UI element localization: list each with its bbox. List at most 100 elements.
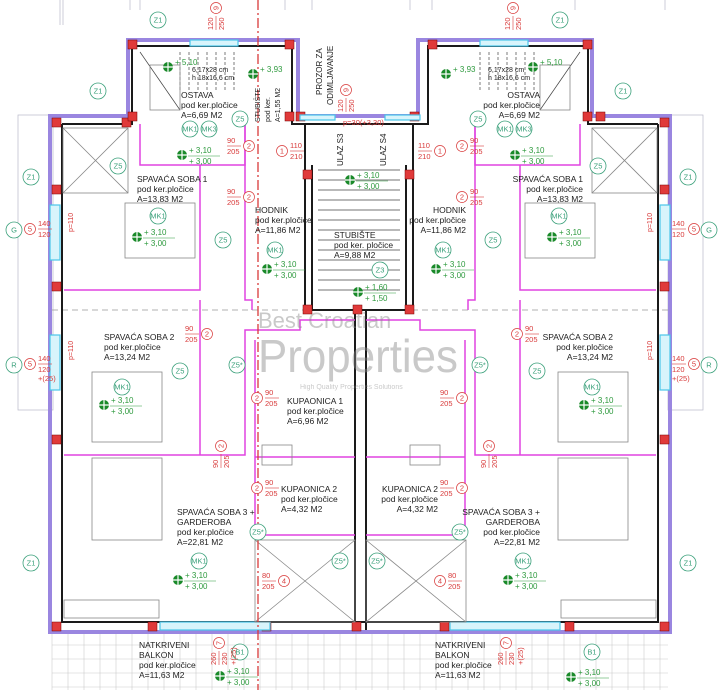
- opening-extra: +(25): [672, 374, 690, 383]
- tag-text: B1: [587, 648, 596, 657]
- opening-number-circle: [507, 2, 519, 14]
- tag-z1: Z1: [679, 554, 697, 572]
- level-value: + 3,00: [274, 271, 297, 280]
- tag-circle: [368, 552, 386, 570]
- opening-number: 4: [438, 577, 442, 586]
- tag-text: Z5: [176, 367, 185, 376]
- opening-number: 2: [255, 484, 259, 493]
- level-value: + 5,10: [175, 58, 198, 67]
- watermark-line3: High Quality Properties Solutions: [300, 384, 403, 391]
- tag-circle: [149, 207, 167, 225]
- opening-number-circle: [24, 358, 36, 370]
- tag-text: G: [11, 226, 17, 235]
- tag-z5: Z5: [589, 157, 607, 175]
- tag-text: Z5*: [474, 361, 486, 370]
- label-stair-rise: h 18x16,6 cm: [192, 75, 234, 82]
- opening-width: 120: [336, 99, 345, 112]
- room-floor: pod ker.pločice: [104, 342, 161, 352]
- tag-circle: [331, 552, 349, 570]
- level-value: + 1,50: [365, 294, 388, 303]
- tag-circle: [514, 552, 532, 570]
- opening-width: 90: [265, 478, 273, 487]
- opening-height: 205: [185, 335, 198, 344]
- room-name2: BALKON: [139, 650, 174, 660]
- tag-circle: [22, 168, 40, 186]
- tag-text: Z1: [94, 87, 103, 96]
- opening-height: 120: [672, 365, 685, 374]
- column: [659, 184, 670, 195]
- tag-text: MK1: [515, 557, 530, 566]
- tag-mk3: MK3: [200, 120, 218, 138]
- level-icon: [441, 69, 451, 79]
- tag-z5: Z5: [528, 362, 546, 380]
- opening-width: 110: [418, 141, 430, 150]
- tag-z5: Z5: [231, 110, 249, 128]
- opening-width: 120: [206, 17, 215, 30]
- column: [404, 169, 415, 180]
- watermark: Best Croatian Properties High Quality Pr…: [258, 308, 458, 391]
- tag-text: B1: [235, 648, 244, 657]
- opening-number-circle: [243, 140, 255, 152]
- tag-text: G: [706, 226, 712, 235]
- tag-z5: Z5: [484, 231, 502, 249]
- furniture-item: [560, 599, 657, 619]
- room-area: A=11,86 M2: [421, 225, 467, 235]
- level-icon: [173, 575, 183, 585]
- tag-text: Z1: [619, 87, 628, 96]
- tag-text: Z1: [154, 16, 163, 25]
- opening-number-circle: [210, 2, 222, 14]
- room-name: KUPAONICA 2: [281, 484, 337, 494]
- opening-number: 2: [217, 444, 226, 448]
- opening-number-circle: [201, 328, 213, 340]
- column: [564, 621, 575, 632]
- opening-number: 7: [215, 641, 224, 645]
- column: [595, 111, 606, 122]
- tag-circle: [171, 362, 189, 380]
- furniture-item: [91, 371, 163, 443]
- column: [351, 621, 362, 632]
- tag-circle: [451, 523, 469, 541]
- opening-width: 120: [503, 17, 512, 30]
- level-marker: + 3,10+ 3,00: [503, 571, 546, 591]
- opening-height: 205: [265, 489, 278, 498]
- opening-height: 205: [490, 455, 499, 468]
- tag-z1: Z1: [679, 168, 697, 186]
- tag-text: R: [11, 361, 17, 370]
- level-marker: + 3,10+ 3,00: [262, 260, 305, 280]
- level-value: + 3,10: [357, 171, 380, 180]
- tag-text: MK1: [551, 212, 566, 221]
- opening-number: 9: [509, 6, 518, 10]
- furniture-item: [539, 64, 571, 111]
- column: [51, 184, 62, 195]
- opening-number: 2: [255, 394, 259, 403]
- level-value: + 3,10: [522, 146, 545, 155]
- tag-z5s: Z5*: [331, 552, 349, 570]
- level-marker: + 3,10+ 3,00: [547, 228, 590, 248]
- level-marker: + 3,10+ 3,00: [431, 260, 474, 280]
- opening-number-circle: [456, 191, 468, 203]
- tag-mk1: MK1: [149, 207, 167, 225]
- column: [127, 39, 138, 50]
- level-value: + 3,00: [144, 239, 167, 248]
- tag-circle: [496, 120, 514, 138]
- opening-width: 140: [38, 219, 51, 228]
- tag-circle: [214, 231, 232, 249]
- opening-height: 205: [222, 455, 231, 468]
- tag-text: Z5: [474, 115, 483, 124]
- tag-text: MK3: [201, 125, 216, 134]
- room-area: A=4,32 M2: [397, 504, 439, 514]
- opening-width: 140: [672, 354, 685, 363]
- label-stair-rise-right: h 18x16,6 cm: [488, 75, 530, 82]
- tag-z1: Z1: [22, 554, 40, 572]
- opening-number-circle: [251, 392, 263, 404]
- level-marker: + 3,10+ 3,00: [345, 171, 388, 191]
